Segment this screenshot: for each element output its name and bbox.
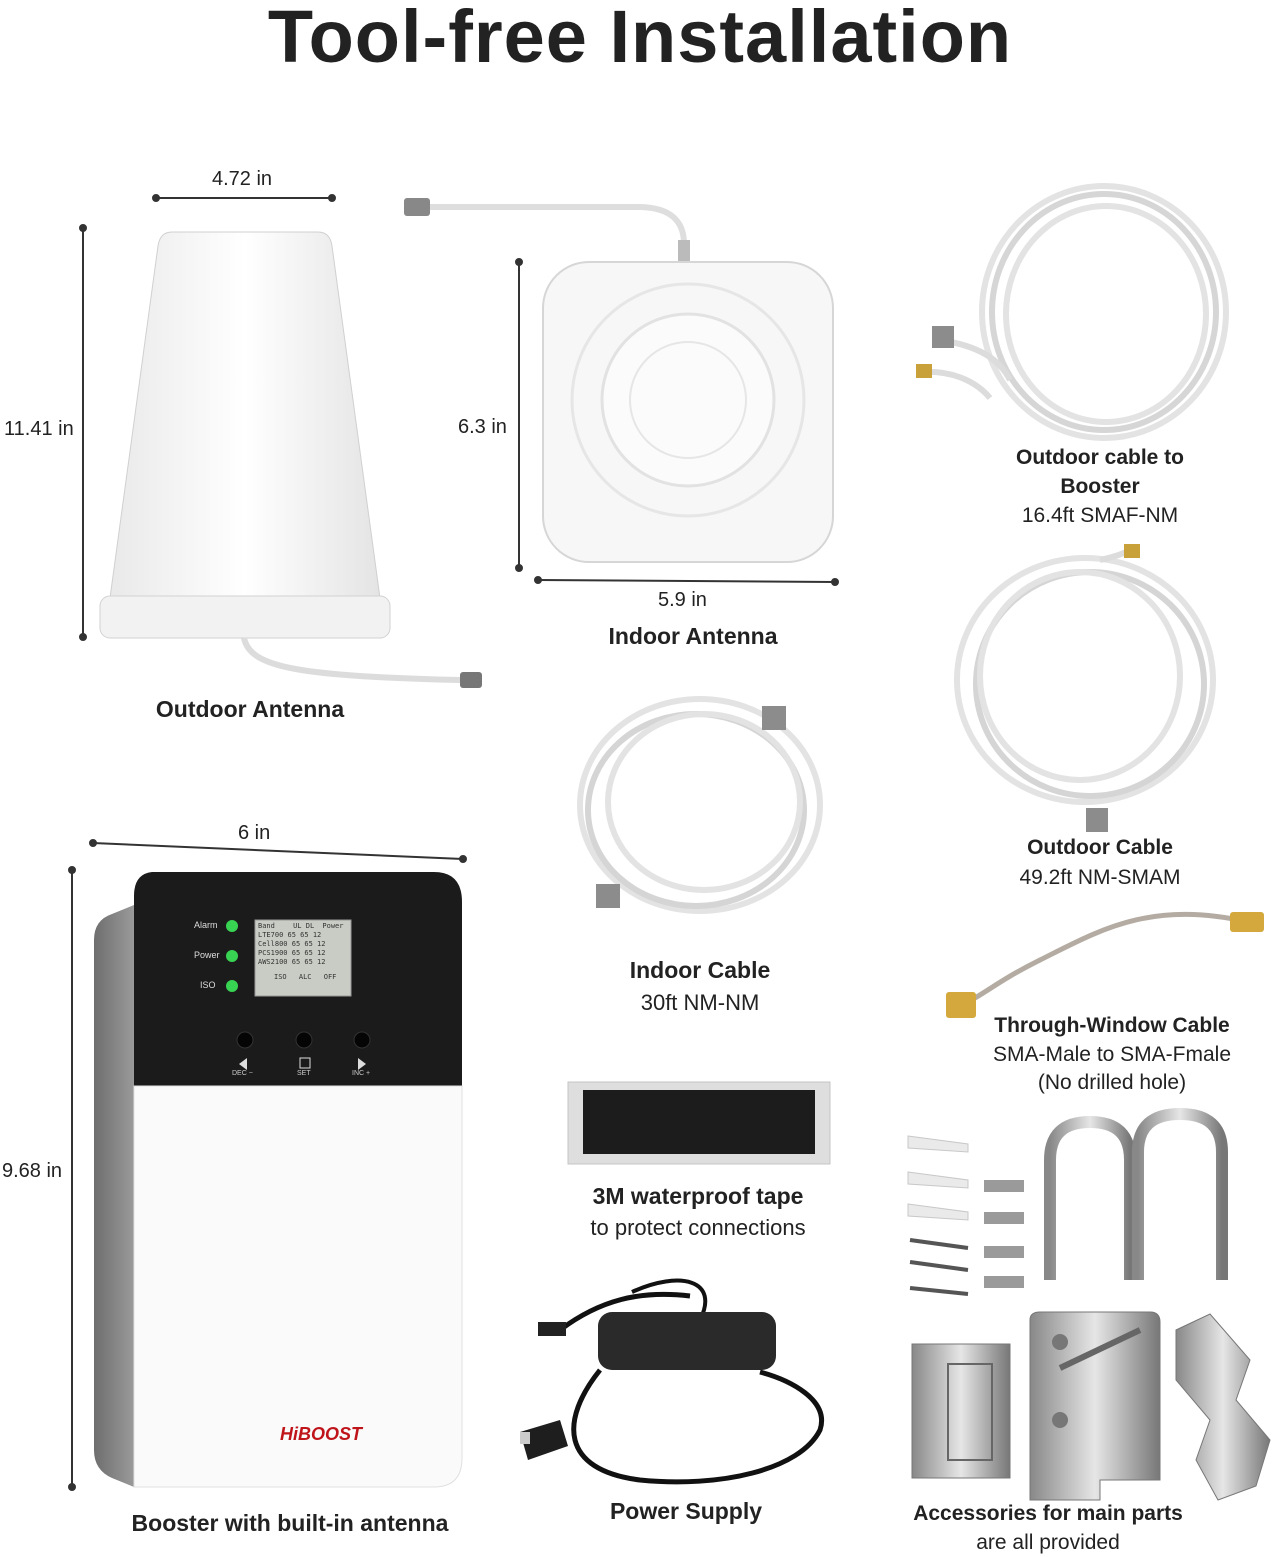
indoor-antenna-width: 5.9 in [658,589,707,611]
accessories-sub: are all provided [976,1531,1120,1554]
indoor-cable-image [577,696,823,914]
lcd-header: Band UL DL Power [258,922,344,930]
brackets-image [911,1311,1271,1501]
outdoor-antenna-label: Outdoor Antenna [155,696,345,722]
outdoor-cable-sma-connector [1124,544,1140,558]
indoor-cable-label: Indoor Cable [629,957,771,983]
window-cable-label: Through-Window Cable [994,1014,1230,1037]
outdoor-cable-image [954,545,1216,805]
tape-sub: to protect connections [590,1215,806,1240]
button-label-dec: DEC − [232,1070,253,1077]
outdoor-cable-connector-n [932,326,954,348]
outdoor-antenna-image [99,231,482,688]
outdoor-antenna-width: 4.72 in [212,168,273,190]
outdoor-cable-spec: 49.2ft NM-SMAM [1019,866,1181,889]
outdoor-cable-booster-label-1: Outdoor cable to [1016,446,1184,469]
booster-width: 6 in [238,822,271,844]
led-label-iso: ISO [200,980,216,990]
lcd-row: AWS2100 65 65 12 [258,958,326,966]
through-window-cable-image [946,911,1264,1018]
brand-logo: HiBOOST [280,1424,363,1444]
power-supply-label: Power Supply [609,1498,763,1524]
window-cable-spec: SMA-Male to SMA-Fmale [992,1043,1232,1066]
tape-label: 3M waterproof tape [592,1183,804,1209]
button-label-set: SET [297,1070,311,1077]
lcd-row: LTE700 65 65 12 [258,931,322,939]
led-label-power: Power [194,950,220,960]
power-supply-image [520,1278,825,1485]
outdoor-cable-booster-spec: 16.4ft SMAF-NM [1021,504,1179,527]
outdoor-cable-to-booster-image [919,183,1229,441]
booster-label: Booster with built-in antenna [131,1510,449,1536]
led-label-alarm: Alarm [194,920,218,930]
indoor-antenna-dimensions [515,258,839,586]
indoor-cable-connector-bottom [596,884,620,908]
tape-image [567,1081,831,1165]
button-label-inc: INC + [352,1070,371,1077]
outdoor-antenna-dimensions [79,194,336,641]
indoor-antenna-height: 6.3 in [458,416,507,438]
lcd-display: Band UL DL Power LTE700 65 65 12 Cell800… [258,922,350,982]
indoor-cable-spec: 30ft NM-NM [640,990,760,1015]
lcd-row: PCS1900 65 65 12 [258,949,326,957]
booster-dimensions [68,839,467,1491]
outdoor-cable-booster-label-2: Booster [1060,475,1140,498]
indoor-antenna-label: Indoor Antenna [608,623,778,649]
lcd-footer: ISO ALC OFF [274,973,337,981]
outdoor-cable-n-connector [1086,808,1108,832]
outdoor-cable-label: Outdoor Cable [1027,836,1173,859]
lcd-row: Cell800 65 65 12 [258,940,326,948]
outdoor-cable-connector-sma [916,364,932,378]
hardware-image [907,1107,1228,1296]
booster-image [94,872,463,1488]
accessories-label: Accessories for main parts [913,1502,1183,1525]
outdoor-antenna-height: 11.41 in [4,418,74,440]
booster-height: 9.68 in [2,1160,63,1182]
indoor-cable-connector-top [762,706,786,730]
window-cable-note: (No drilled hole) [1037,1071,1187,1094]
page-title: Tool-free Installation [267,0,1013,78]
indoor-antenna-image [404,198,834,563]
